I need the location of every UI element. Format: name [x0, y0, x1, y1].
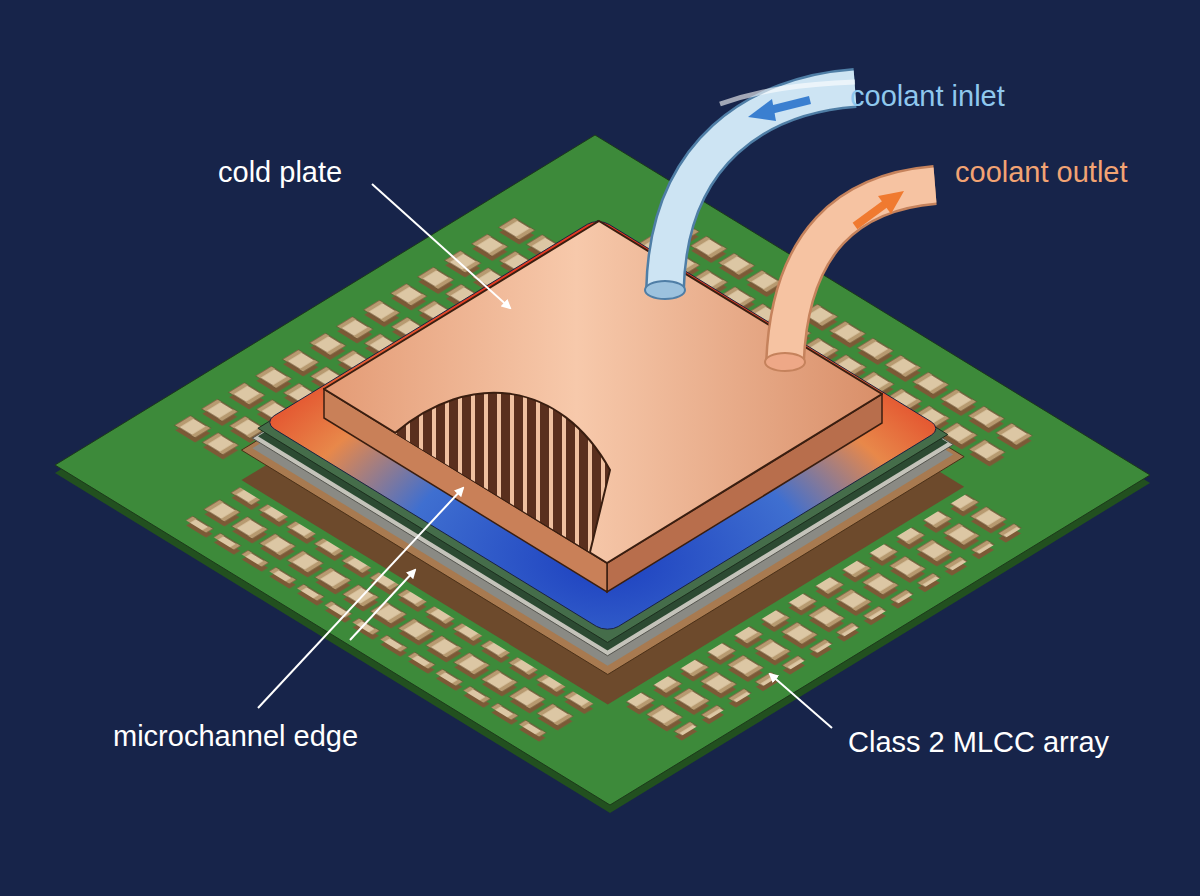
microchannels: [380, 360, 630, 560]
leader-line: [350, 570, 415, 640]
leader-line: [770, 674, 832, 728]
callout-label: microchannel edge: [113, 720, 358, 753]
callout-label: cold plate: [218, 156, 342, 189]
mlcc-array: [99, 169, 1106, 785]
callout-label: coolant inlet: [850, 80, 1005, 113]
leader-line: [258, 488, 463, 708]
callout-label: coolant outlet: [955, 156, 1128, 189]
callout-label: Class 2 MLCC array: [848, 726, 1109, 759]
leader-line: [372, 184, 510, 308]
